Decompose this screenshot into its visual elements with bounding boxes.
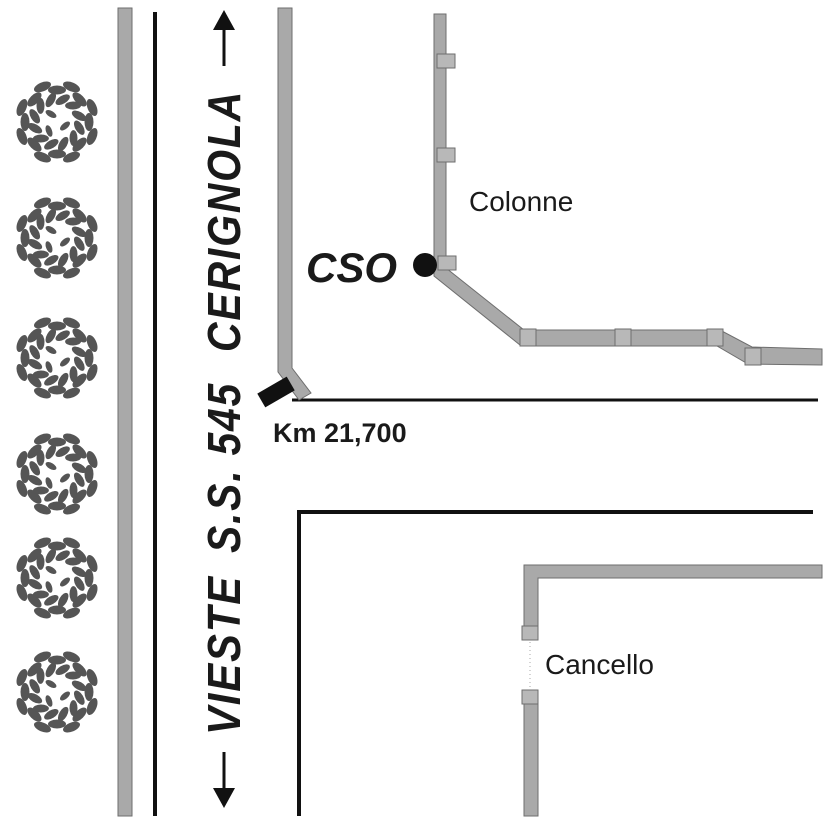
column-pillar xyxy=(614,328,632,347)
column-pillar xyxy=(744,347,762,366)
column-pillar xyxy=(436,147,456,163)
tree-icon xyxy=(16,197,98,279)
column-pillar xyxy=(436,53,456,69)
tree-icon xyxy=(16,317,98,399)
columns-label: Colonne xyxy=(469,186,573,217)
cso-label: CSO xyxy=(306,244,397,291)
column-pillar xyxy=(706,328,724,347)
gate-post xyxy=(521,625,539,641)
gate-label: Cancello xyxy=(545,649,654,680)
direction-north-label: CERIGNOLA xyxy=(198,90,250,352)
arrow-up-icon xyxy=(213,10,235,66)
cso-point xyxy=(413,253,437,277)
route-number-label: S.S. 545 xyxy=(198,382,250,553)
tree-icon xyxy=(16,651,98,733)
column-pillar xyxy=(437,255,457,271)
gate-post xyxy=(521,689,539,705)
km-marker-post xyxy=(257,376,295,408)
column-pillar xyxy=(519,328,537,347)
km-marker-label: Km 21,700 xyxy=(273,418,407,448)
side-road-south-edge xyxy=(297,510,813,816)
tree-icon xyxy=(16,81,98,163)
cancello-wall xyxy=(521,564,823,817)
colonne-wall xyxy=(433,13,823,366)
road-wall-east xyxy=(277,7,312,401)
direction-south-label: VIESTE xyxy=(198,575,250,735)
left-fence xyxy=(117,7,133,817)
tree-icon xyxy=(16,433,98,515)
tree-icon xyxy=(16,537,98,619)
arrow-down-icon xyxy=(213,752,235,808)
tree-row xyxy=(16,81,98,733)
